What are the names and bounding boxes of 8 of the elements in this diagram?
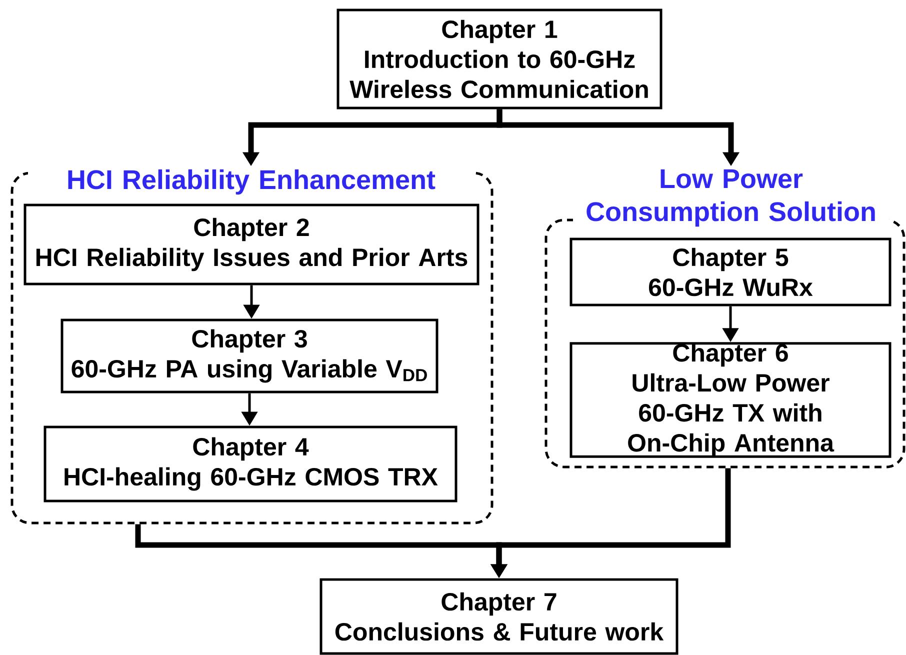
chapter-box: Chapter 2 HCI Reliability Issues and Prior Arts (24, 204, 480, 286)
chapter-box: Chapter 7 Conclusions & Future work (320, 578, 678, 655)
node-label: Low Power (660, 169, 803, 188)
chapter-box: Chapter 5 60-GHz WuRx (570, 238, 892, 306)
chapter-box: Chapter 1 Introduction to 60-GHz Wireless Communication (336, 8, 662, 110)
chapter-box: Chapter 6 Ultra-Low Power 60-GHz TX with On-Chip Antenna (570, 342, 892, 458)
chapter-box: Chapter 4 HCI-healing 60-GHz CMOS TRX (44, 426, 458, 502)
chapter-box: Chapter 3 60-GHz PA using Variable V$_{DD}$ (60, 318, 438, 394)
